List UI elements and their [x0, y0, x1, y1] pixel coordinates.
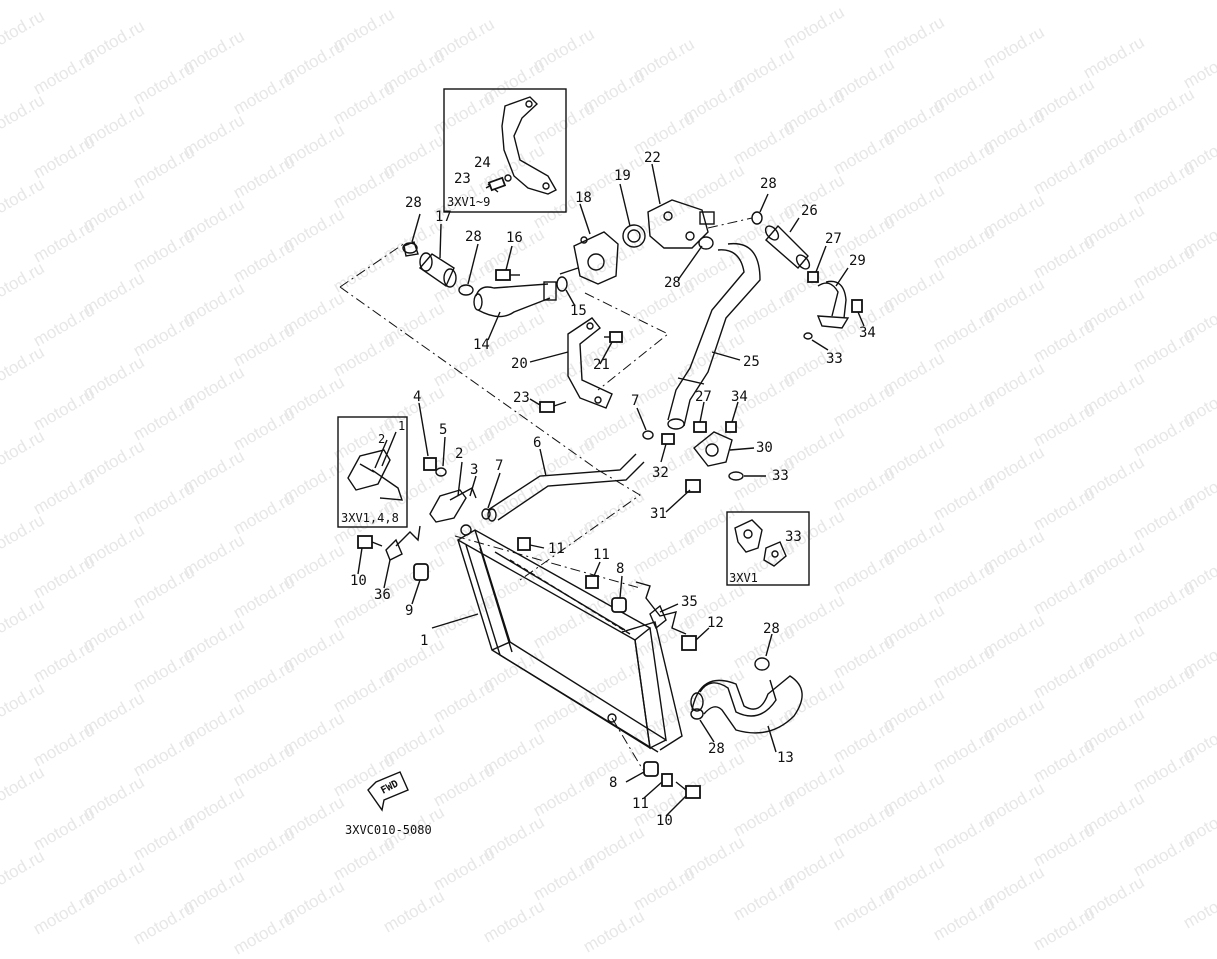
inset-label-top: 3XV1~9: [447, 195, 491, 209]
callout-23: 23: [513, 390, 530, 406]
callout-28-d: 28: [760, 176, 777, 192]
thermostat-housing-18: [559, 231, 619, 285]
inset-callout-2: 2: [378, 432, 386, 446]
callout-28-c: 28: [664, 275, 681, 291]
callout-2: 2: [455, 446, 464, 462]
callout-1: 1: [420, 633, 429, 649]
callout-20: 20: [511, 356, 528, 372]
diagram-drawing: [337, 88, 865, 817]
pipe-29: [816, 280, 850, 329]
callout-10-lower: 10: [656, 813, 673, 829]
callout-24: 24: [474, 155, 491, 171]
callout-8-upper: 8: [616, 561, 625, 577]
callout-6: 6: [533, 435, 542, 451]
callout-21: 21: [593, 357, 610, 373]
callout-12: 12: [707, 615, 724, 631]
hose-17: [403, 241, 457, 288]
callout-34-upper: 34: [859, 325, 876, 341]
fwd-arrow-icon: [367, 771, 409, 812]
bracket-inset-part: [485, 96, 557, 195]
cap-inset-part: [347, 431, 404, 501]
callout-30: 30: [756, 440, 773, 456]
callout-7-lower: 7: [495, 458, 504, 474]
callout-33-upper: 33: [826, 351, 843, 367]
thermostat-19: [622, 224, 646, 248]
callout-27-lower: 27: [695, 389, 712, 405]
callout-32: 32: [652, 465, 669, 481]
inset-box-left: [337, 416, 408, 528]
small-parts: [357, 211, 863, 799]
callout-19: 19: [614, 168, 631, 184]
hose-26: [764, 224, 811, 270]
callout-10-left: 10: [350, 573, 367, 589]
callout-14: 14: [473, 337, 490, 353]
callout-11-a: 11: [548, 541, 565, 557]
hose-25: [667, 242, 761, 430]
callout-11-b: 11: [593, 547, 610, 563]
joint-30: [693, 431, 733, 467]
hose-13: [690, 675, 803, 734]
callout-22: 22: [644, 150, 661, 166]
callout-36: 36: [374, 587, 391, 603]
flange-inset-part: [734, 519, 787, 567]
callout-31: 31: [650, 506, 667, 522]
pipe-14: [473, 281, 557, 318]
callout-13: 13: [777, 750, 794, 766]
callout-33-inset: 33: [785, 529, 802, 545]
bracket-20: [567, 317, 613, 409]
callout-4: 4: [413, 389, 422, 405]
callout-18: 18: [575, 190, 592, 206]
callout-27-upper: 27: [825, 231, 842, 247]
inset-box-top: [443, 88, 567, 213]
guide-lines: [339, 217, 753, 771]
callout-3: 3: [470, 462, 479, 478]
callout-29: 29: [849, 253, 866, 269]
inset-callout-1: 1: [398, 419, 406, 433]
callout-26: 26: [801, 203, 818, 219]
leader-lines: [357, 163, 865, 817]
callout-8-lower: 8: [609, 775, 618, 791]
inset-box-right: [726, 511, 810, 586]
hose-6: [487, 453, 645, 522]
callout-7-upper: 7: [631, 393, 640, 409]
callout-33-mid: 33: [772, 468, 789, 484]
callout-17: 17: [435, 209, 452, 225]
callout-23-inset: 23: [454, 171, 471, 187]
radiator-core: [456, 524, 683, 753]
watermark-text: motod.ru: [230, 908, 298, 959]
cover-22: [647, 199, 715, 249]
callout-35: 35: [681, 594, 698, 610]
inset-label-left: 3XV1,4,8: [341, 511, 399, 525]
callout-25: 25: [743, 354, 760, 370]
callout-16: 16: [506, 230, 523, 246]
callout-34-lower: 34: [731, 389, 748, 405]
callout-28-a: 28: [405, 195, 422, 211]
callout-11-c: 11: [632, 796, 649, 812]
inset-label-right: 3XV1: [729, 571, 758, 585]
diagram-code: 3XVC010-5080: [345, 823, 432, 837]
callout-28-e: 28: [763, 621, 780, 637]
watermark-text: motod.ru: [580, 906, 648, 957]
callout-28-b: 28: [465, 229, 482, 245]
callout-5: 5: [439, 422, 448, 438]
callout-9: 9: [405, 603, 414, 619]
callout-28-f: 28: [708, 741, 725, 757]
callout-15: 15: [570, 303, 587, 319]
